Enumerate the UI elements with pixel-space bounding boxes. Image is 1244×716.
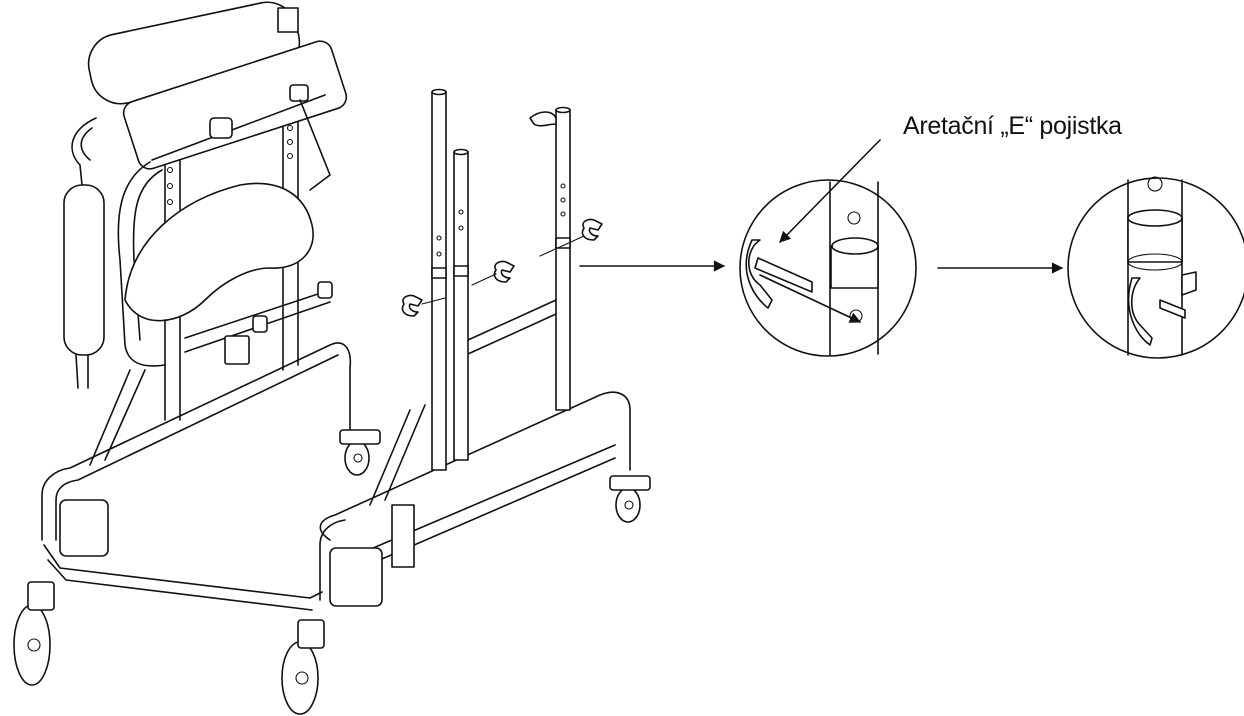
left-handle (63, 117, 105, 389)
e-clip-detail-after (1067, 176, 1244, 359)
callout-label: Aretační „E“ pojistka (903, 112, 1122, 140)
e-clip-detail-before (739, 139, 917, 357)
lift-frame-illustration (13, 1, 651, 715)
seat-frame (117, 40, 348, 367)
base-frame (41, 342, 631, 611)
caster-wheels (13, 429, 651, 715)
front-poles (431, 88, 571, 471)
e-clips (401, 218, 603, 317)
